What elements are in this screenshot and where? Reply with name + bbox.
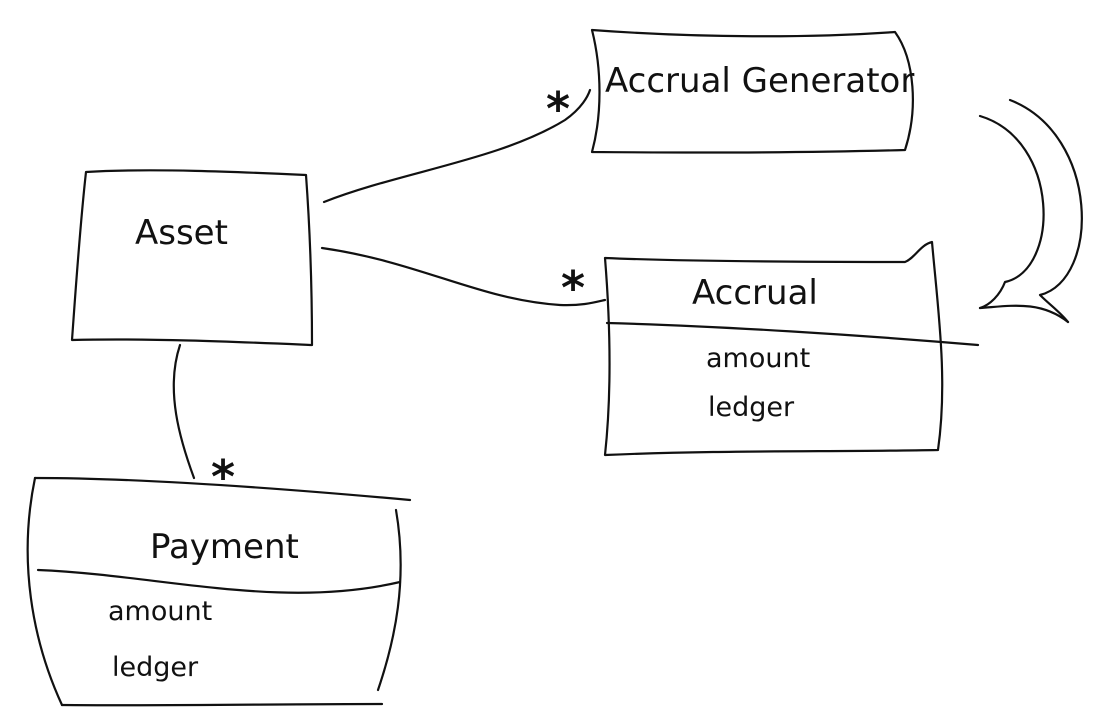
accrual-class: Accrual amount ledger (603, 240, 980, 457)
accrual-generator-name: Accrual Generator (605, 61, 914, 101)
multiplicity-label: * (561, 261, 585, 315)
arc-inner (978, 114, 1045, 310)
asset-box (70, 169, 314, 347)
accrual-generator-class: Accrual Generator (590, 28, 914, 154)
payment-box-right (376, 508, 402, 692)
association-asset-accrual: * (320, 246, 607, 315)
accrual-box (603, 240, 944, 457)
payment-box-bottom (60, 702, 384, 707)
payment-class: Payment amount ledger (26, 476, 412, 707)
accrual-attribute-ledger: ledger (708, 392, 795, 423)
payment-name: Payment (150, 527, 299, 567)
arc-tail (978, 304, 1070, 324)
payment-box-top (33, 476, 412, 502)
accrual-divider (605, 321, 980, 347)
association-line (320, 246, 607, 307)
asset-name: Asset (135, 213, 228, 253)
multiplicity-label: * (211, 450, 235, 504)
association-asset-generator: * (322, 82, 592, 204)
arc-outer (1008, 98, 1083, 324)
payment-attribute-amount: amount (108, 596, 212, 627)
accrual-generator-box (590, 28, 914, 154)
association-line (322, 88, 592, 204)
payment-divider (36, 568, 402, 594)
accrual-attribute-amount: amount (706, 343, 810, 374)
multiplicity-label: * (546, 82, 570, 136)
generator-to-accrual-arc (978, 98, 1083, 324)
asset-class: Asset (70, 169, 314, 347)
association-line (172, 343, 196, 480)
payment-box-left (26, 476, 64, 707)
accrual-name: Accrual (692, 273, 818, 313)
payment-attribute-ledger: ledger (112, 652, 199, 683)
association-asset-payment: * (172, 343, 235, 504)
